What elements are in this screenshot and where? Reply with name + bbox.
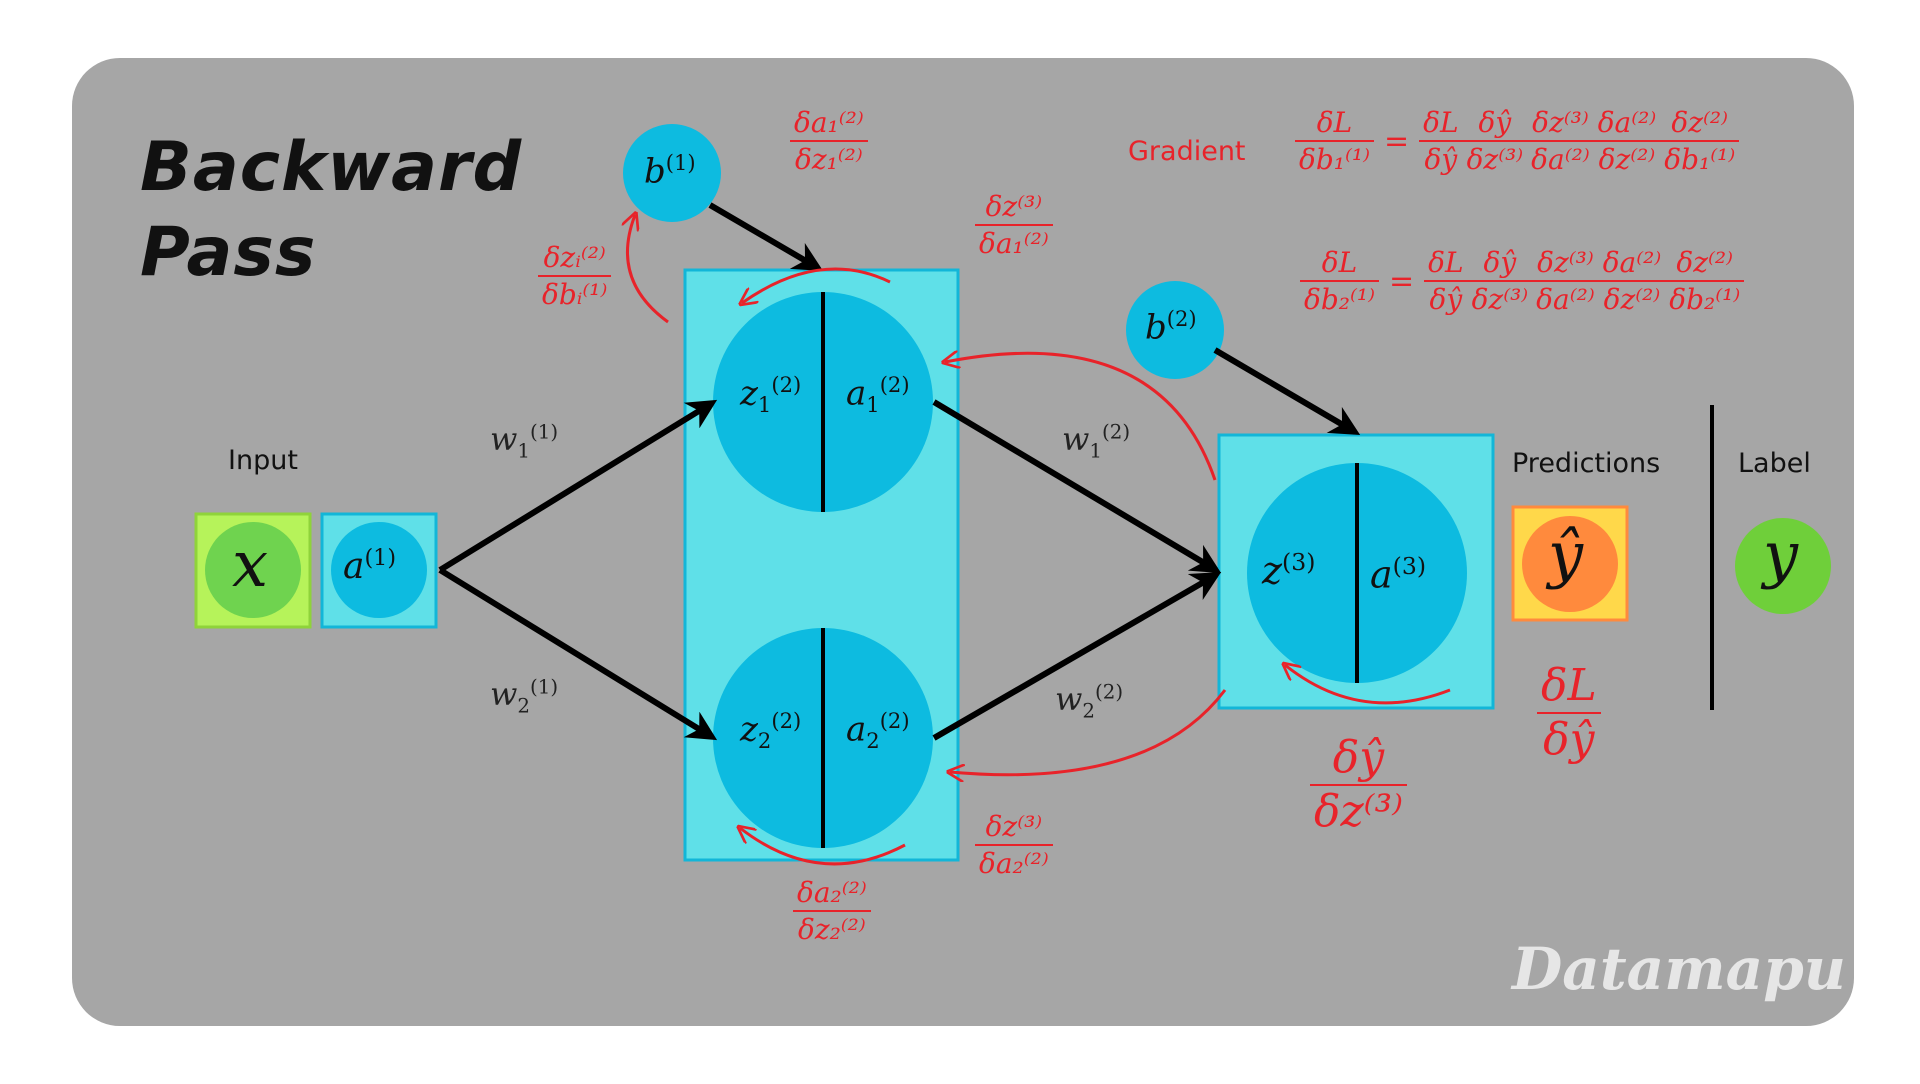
node-a22-label: a2(2) — [846, 708, 910, 754]
eq1-sign: = — [1383, 123, 1410, 159]
eq2-term-4: δa⁽²⁾δz⁽²⁾ — [1598, 248, 1666, 315]
predictions-label: Predictions — [1512, 448, 1661, 479]
node-a12-label: a1(2) — [846, 372, 910, 418]
red-arc-bias1 — [627, 215, 669, 324]
red-arc-out-to-h1 — [945, 353, 1217, 481]
eq1-term-5: δz⁽²⁾δb₁⁽¹⁾ — [1660, 108, 1740, 175]
backward-edges — [627, 215, 1451, 866]
edge-h2-to-out — [932, 571, 1222, 741]
label-label: Label — [1738, 448, 1811, 479]
deriv-dz3-da2: δz⁽³⁾δa₂⁽²⁾ — [975, 812, 1053, 879]
eq2-term-5: δz⁽²⁾δb₂⁽¹⁾ — [1665, 248, 1745, 315]
page-title: Backward Pass — [140, 125, 522, 295]
eq2-sign: = — [1388, 263, 1415, 299]
input-label: Input — [228, 445, 298, 476]
node-b1-label: b(1) — [644, 150, 696, 192]
edge-b1-to-hidden — [708, 202, 824, 272]
node-z3-label: z(3) — [1262, 548, 1316, 593]
deriv-da2-dz2: δa₂⁽²⁾δz₂⁽²⁾ — [793, 878, 871, 945]
node-z12-label: z1(2) — [740, 372, 802, 418]
edge-a1-to-h2 — [438, 567, 718, 741]
deriv-da1-dz1: δa₁⁽²⁾δz₁⁽²⁾ — [790, 108, 868, 175]
eq1-term-4: δa⁽²⁾δz⁽²⁾ — [1593, 108, 1661, 175]
gradient-label: Gradient — [1128, 136, 1246, 167]
deriv-dz3-da1: δz⁽³⁾δa₁⁽²⁾ — [975, 192, 1053, 259]
label-circle — [1735, 518, 1831, 614]
background-panel — [72, 58, 1854, 1026]
node-x-label: x — [232, 528, 269, 602]
forward-edges — [438, 202, 1361, 741]
bias-node-1 — [623, 124, 721, 222]
weight-w2-2: w2(2) — [1055, 680, 1124, 723]
node-a3-label: a(3) — [1370, 552, 1427, 597]
eq2-term-3: δz⁽³⁾δa⁽²⁾ — [1532, 248, 1599, 315]
title-line-2: Pass — [140, 213, 317, 292]
node-yhat-label: ŷ — [1548, 518, 1584, 591]
node-b2-label: b(2) — [1145, 306, 1197, 348]
datamapu-logo: Datamapu — [1512, 935, 1846, 1003]
red-arc-output — [1285, 665, 1451, 705]
title-line-1: Backward — [140, 128, 523, 207]
node-y-label: y — [1763, 518, 1799, 591]
deriv-dzi-dbi: δzᵢ⁽²⁾δbᵢ⁽¹⁾ — [538, 243, 612, 310]
red-arc-h2-bottom — [740, 828, 906, 866]
bias-node-2 — [1126, 281, 1224, 379]
edge-b2-to-out — [1213, 347, 1361, 436]
weight-w1-1: w1(1) — [490, 420, 559, 463]
node-z22-label: z2(2) — [740, 708, 802, 754]
node-a1-label: a(1) — [343, 545, 397, 587]
red-arc-out-to-h2 — [950, 689, 1227, 775]
red-arc-h1-top — [742, 267, 891, 303]
input-x-circle — [205, 522, 301, 618]
edge-h1-to-out — [932, 399, 1222, 574]
eq1-term-3: δz⁽³⁾δa⁽²⁾ — [1527, 108, 1594, 175]
prediction-circle — [1522, 516, 1618, 612]
edge-a1-to-h1 — [438, 399, 718, 573]
weight-w2-1: w1(2) — [1062, 420, 1131, 463]
weight-w1-2: w2(1) — [490, 675, 559, 718]
input-a1-circle — [331, 522, 427, 618]
